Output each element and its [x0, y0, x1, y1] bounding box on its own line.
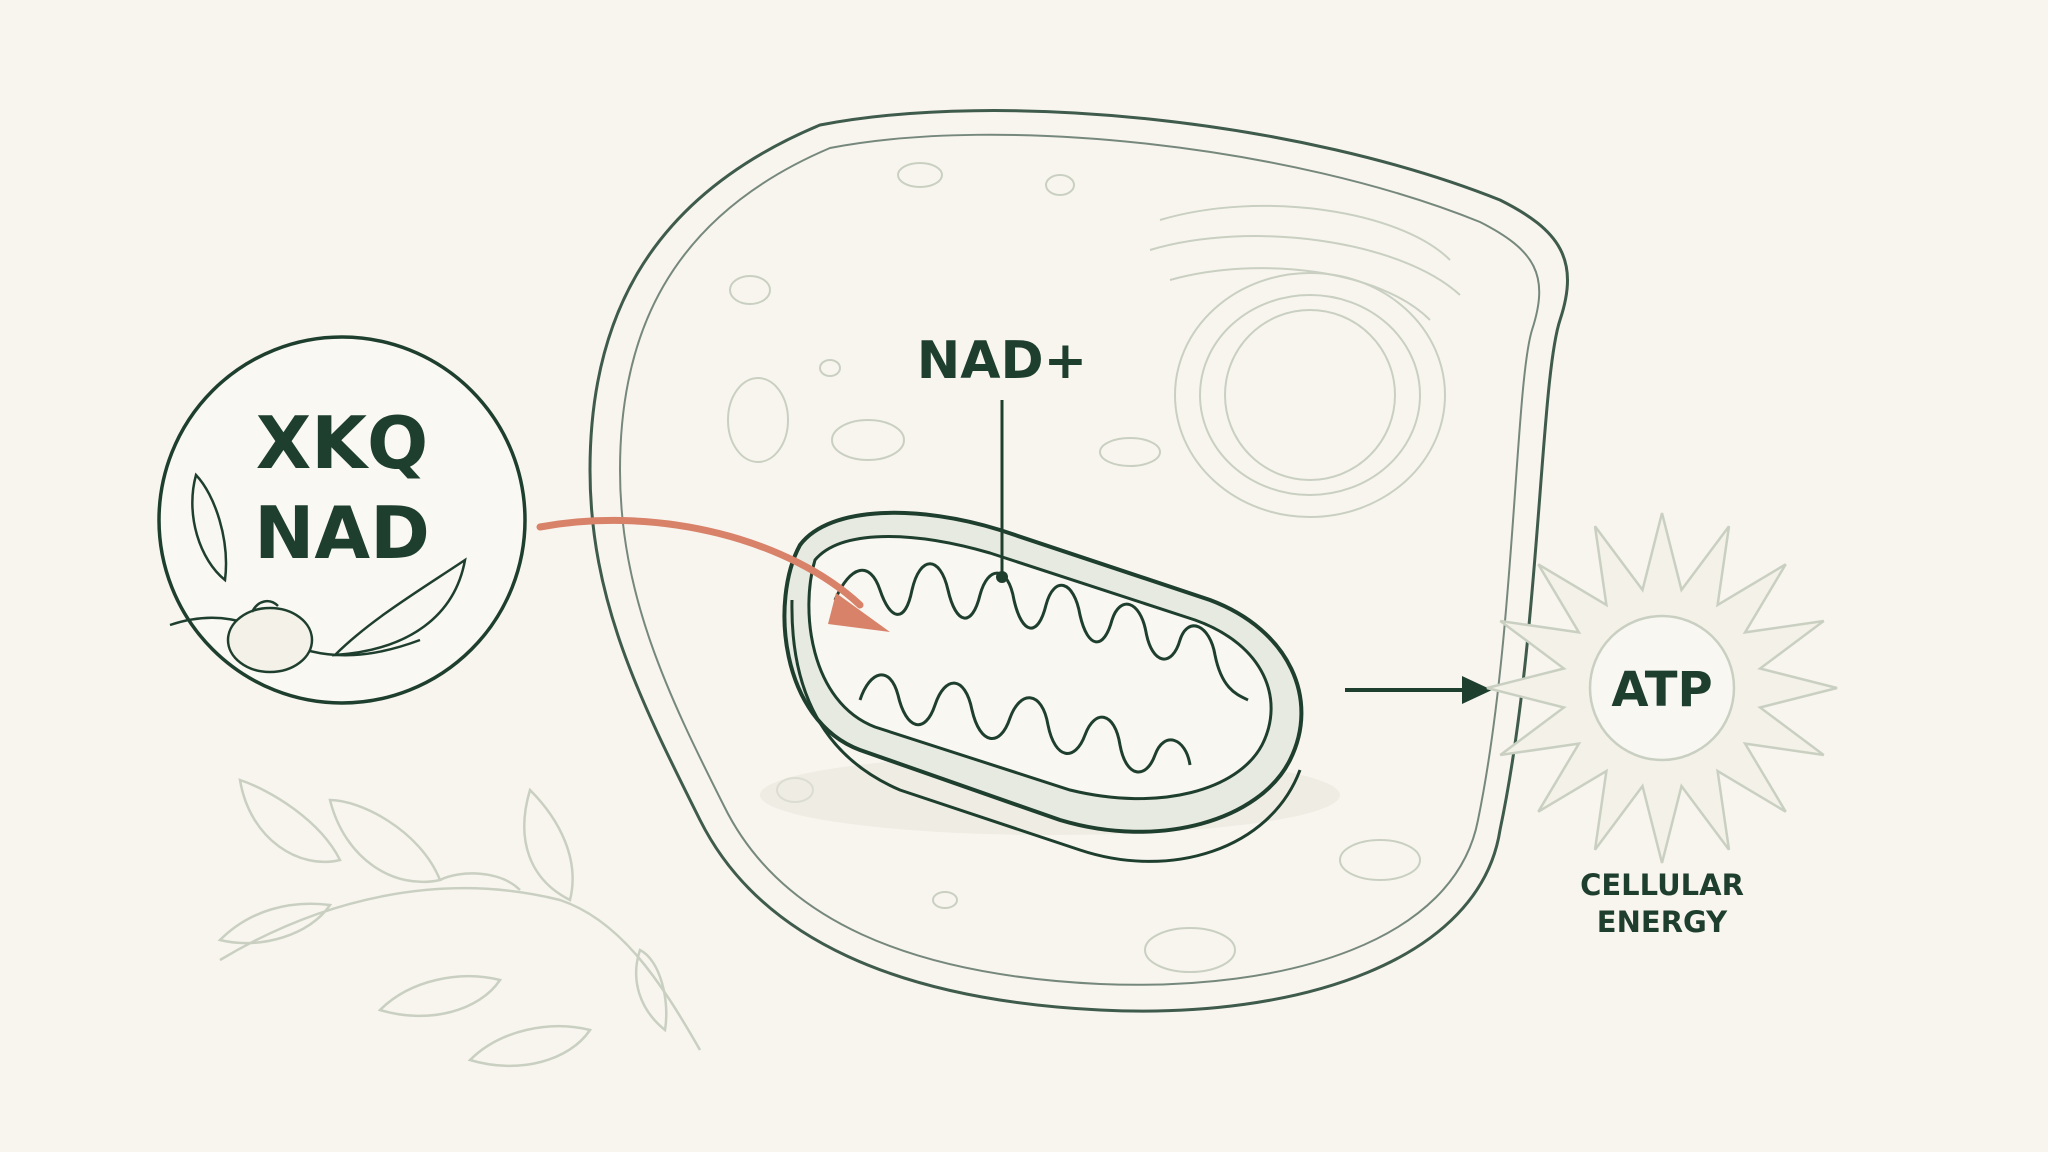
background-organelles [727, 162, 1461, 973]
botanical-fruit-icon [169, 472, 467, 674]
mitochondrion [760, 510, 1340, 863]
output-arrow [1345, 676, 1492, 704]
badge-title-line1: XKQ [256, 401, 429, 485]
leafy-branch-icon [217, 778, 702, 1068]
atp-label: ATP [1611, 662, 1712, 718]
supply-arrow [536, 516, 890, 632]
energy-label-line2: ENERGY [1597, 905, 1728, 939]
nad-pointer [996, 400, 1008, 583]
badge-title-line2: NAD [254, 491, 430, 575]
energy-label-line1: CELLULAR [1580, 868, 1744, 902]
nad-label: NAD+ [917, 331, 1088, 391]
brand-badge [157, 335, 527, 705]
sun-burst-icon [1486, 512, 1838, 864]
